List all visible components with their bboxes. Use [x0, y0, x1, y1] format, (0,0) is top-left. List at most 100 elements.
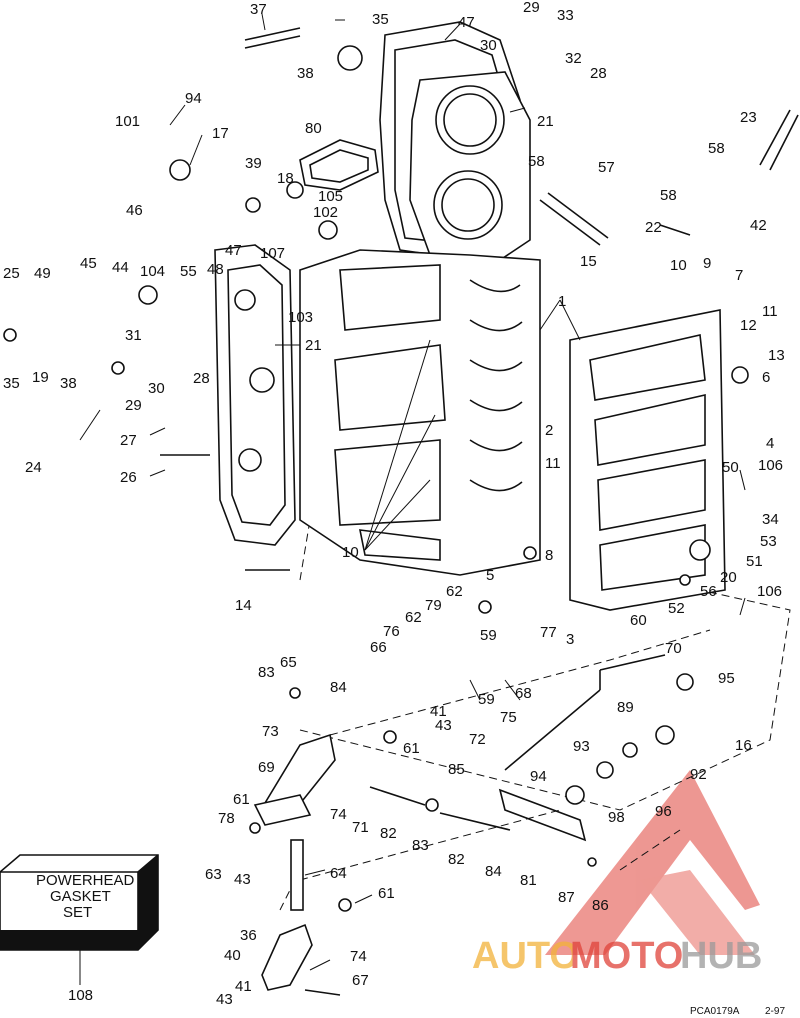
callout: 44 [112, 259, 129, 276]
callout: 10 [342, 544, 359, 561]
callout: 58 [708, 140, 725, 157]
callout: 67 [352, 972, 369, 989]
callout: 29 [523, 0, 540, 16]
callout: 80 [305, 120, 322, 137]
callout: 77 [540, 624, 557, 641]
callout: 27 [120, 432, 137, 449]
callout: 20 [720, 569, 737, 586]
callout: 86 [592, 897, 609, 914]
callout: 83 [258, 664, 275, 681]
callout: 89 [617, 699, 634, 716]
callout: 3 [566, 631, 574, 648]
rods [160, 224, 691, 996]
kit-part-number: 108 [68, 987, 93, 1004]
callout: 73 [262, 723, 279, 740]
callout: 106 [758, 457, 783, 474]
callout: 62 [446, 583, 463, 600]
callout: 84 [330, 679, 347, 696]
callout: 36 [240, 927, 257, 944]
callout: 58 [528, 153, 545, 170]
callout: 92 [690, 766, 707, 783]
callout: 53 [760, 533, 777, 550]
callout: 30 [480, 37, 497, 54]
kit-label-line1: POWERHEAD [36, 872, 135, 889]
kit-label-line3: SET [63, 904, 92, 921]
callout: 21 [305, 337, 322, 354]
callout: 72 [469, 731, 486, 748]
callout: 56 [700, 583, 717, 600]
callout: 21 [537, 113, 554, 130]
figure-date: 2-97 [765, 1006, 785, 1017]
callout: 69 [258, 759, 275, 776]
callout: 58 [660, 187, 677, 204]
callout: 9 [703, 255, 711, 272]
callout: 41 [235, 978, 252, 995]
callout: 38 [60, 375, 77, 392]
watermark-logo [545, 770, 760, 955]
callout: 46 [126, 202, 143, 219]
watermark-auto: AUTO [472, 935, 579, 977]
callout: 94 [185, 90, 202, 107]
callout: 62 [405, 609, 422, 626]
callout: 107 [260, 245, 285, 262]
callout: 18 [277, 170, 294, 187]
callout: 105 [318, 188, 343, 205]
callout: 70 [665, 640, 682, 657]
watermark-hub: HUB [680, 935, 762, 977]
callout: 95 [718, 670, 735, 687]
callout: 47 [458, 14, 475, 31]
callout: 7 [735, 267, 743, 284]
callout: 28 [193, 370, 210, 387]
callout: 82 [380, 825, 397, 842]
callout: 51 [746, 553, 763, 570]
callout: 23 [740, 109, 757, 126]
small-fasteners [3, 45, 749, 912]
callout: 25 [3, 265, 20, 282]
callout: 33 [557, 7, 574, 24]
callout: 82 [448, 851, 465, 868]
callout: 106 [757, 583, 782, 600]
callout-numbers: 37 35 47 29 33 30 32 28 38 21 94 101 17 … [3, 0, 785, 1008]
callout: 47 [225, 242, 242, 259]
callout: 38 [297, 65, 314, 82]
callout: 19 [32, 369, 49, 386]
callout: 24 [25, 459, 42, 476]
cylinder-block [299, 249, 541, 576]
callout: 4 [766, 435, 774, 452]
callout: 65 [280, 654, 297, 671]
gasket-set-box: POWERHEAD GASKET SET 108 [0, 854, 159, 1004]
crankcase [569, 309, 726, 611]
leader-lines [79, 13, 746, 971]
callout: 71 [352, 819, 369, 836]
callout: 52 [668, 600, 685, 617]
callout: 10 [670, 257, 687, 274]
callout: 32 [565, 50, 582, 67]
callout: 94 [530, 768, 547, 785]
callout: 8 [545, 547, 553, 564]
callout: 74 [350, 948, 367, 965]
callout: 34 [762, 511, 779, 528]
callout: 17 [212, 125, 229, 142]
callout: 68 [515, 685, 532, 702]
callout: 22 [645, 219, 662, 236]
callout: 93 [573, 738, 590, 755]
callout: 50 [722, 459, 739, 476]
kit-label-line2: GASKET [50, 888, 111, 905]
callout: 61 [378, 885, 395, 902]
callout: 63 [205, 866, 222, 883]
callout: 49 [34, 265, 51, 282]
callout: 15 [580, 253, 597, 270]
callout: 45 [80, 255, 97, 272]
callout: 29 [125, 397, 142, 414]
callout: 75 [500, 709, 517, 726]
callout: 30 [148, 380, 165, 397]
callout: 43 [216, 991, 233, 1008]
callout: 13 [768, 347, 785, 364]
callout: 35 [3, 375, 20, 392]
callout: 43 [234, 871, 251, 888]
callout: 28 [590, 65, 607, 82]
callout: 101 [115, 113, 140, 130]
figure-code: PCA0179A [690, 1006, 740, 1017]
callout: 60 [630, 612, 647, 629]
callout: 61 [233, 791, 250, 808]
